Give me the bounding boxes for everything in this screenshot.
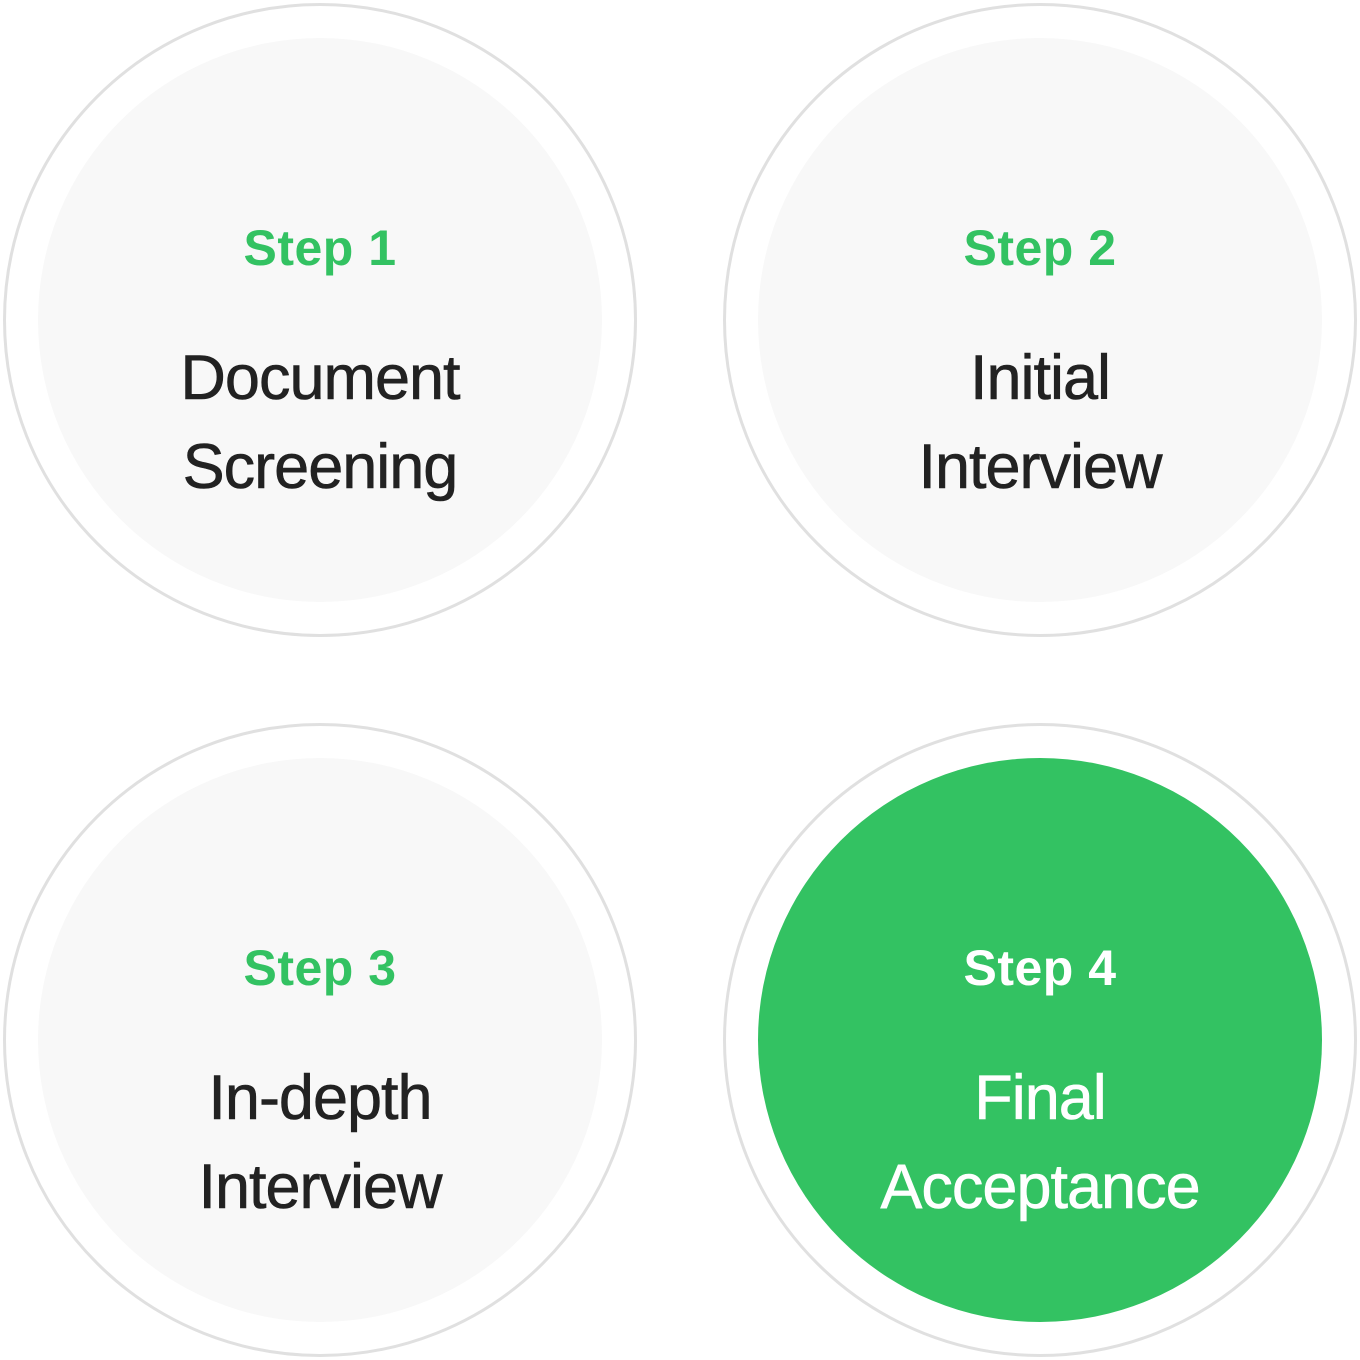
step-2-label: Step 2 [963, 220, 1117, 276]
step-4-fill: Step 4 Final Acceptance [758, 758, 1322, 1322]
step-2-title-line-2: Interview [918, 432, 1163, 503]
step-3-label: Step 3 [243, 940, 397, 996]
step-1-title-line-2: Screening [182, 432, 458, 503]
step-2-title: Initial Interview [758, 334, 1322, 512]
step-4-title-line-2: Acceptance [880, 1152, 1201, 1223]
step-3-circle: Step 3 In-depth Interview [3, 723, 637, 1357]
step-1-title-line-1: Document [180, 343, 461, 414]
step-3-title-line-1: In-depth [208, 1063, 433, 1134]
step-4-label: Step 4 [963, 940, 1117, 996]
step-3-title: In-depth Interview [38, 1054, 602, 1232]
step-1-label: Step 1 [243, 220, 397, 276]
step-3-fill: Step 3 In-depth Interview [38, 758, 602, 1322]
step-1-fill: Step 1 Document Screening [38, 38, 602, 602]
step-2-title-line-1: Initial [969, 343, 1112, 414]
step-4-title-line-1: Final [974, 1063, 1107, 1134]
step-3-title-line-2: Interview [198, 1152, 443, 1223]
step-1-circle: Step 1 Document Screening [3, 3, 637, 637]
step-2-fill: Step 2 Initial Interview [758, 38, 1322, 602]
step-2-circle: Step 2 Initial Interview [723, 3, 1357, 637]
step-4-title: Final Acceptance [758, 1054, 1322, 1232]
step-1-title: Document Screening [38, 334, 602, 512]
step-4-circle: Step 4 Final Acceptance [723, 723, 1357, 1357]
